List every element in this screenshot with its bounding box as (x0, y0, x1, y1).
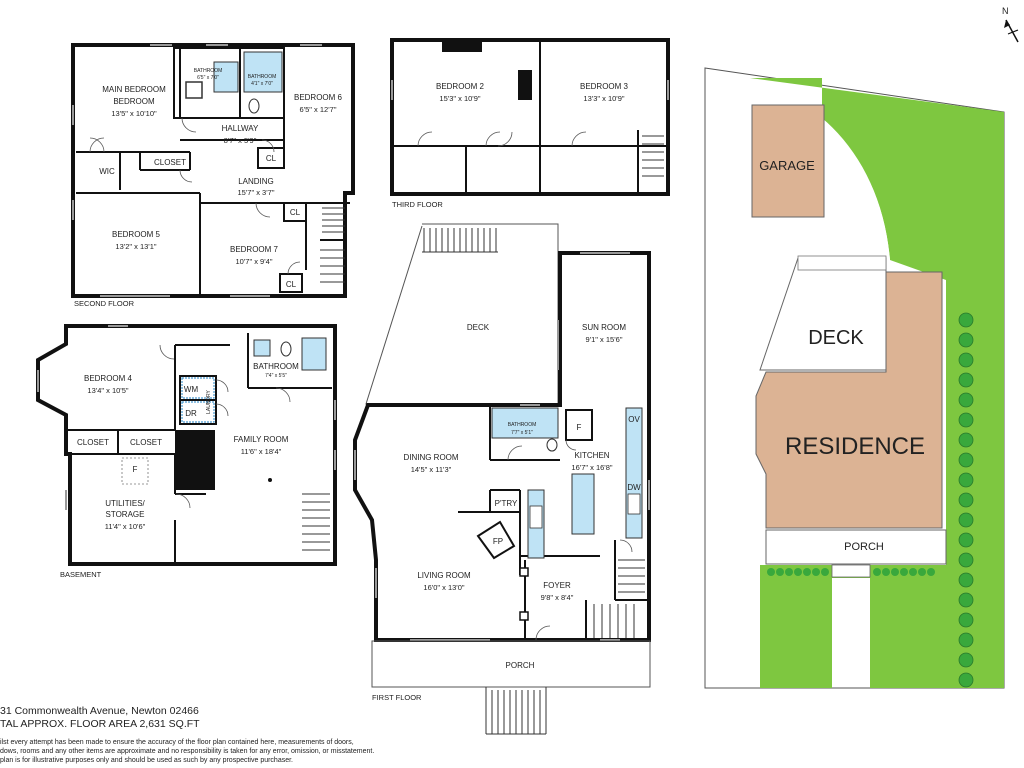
first-floor-title: FIRST FLOOR (372, 693, 422, 702)
hallway-label: HALLWAY (222, 124, 259, 133)
wm-label: WM (184, 385, 199, 394)
north-compass-icon: N (1002, 6, 1019, 43)
bedroom-6-dim: 6'5" x 12'7" (300, 105, 337, 114)
landing-label: LANDING (238, 177, 274, 186)
address-text: 31 Commonwealth Avenue, Newton 02466 (0, 705, 199, 717)
bedroom-4-label: BEDROOM 4 (84, 374, 133, 383)
bedroom-2-dim: 15'3" x 10'9" (439, 94, 480, 103)
total-area-text: TAL APPROX. FLOOR AREA 2,631 SQ.FT (0, 718, 200, 730)
disclaimer-line-1: ilst every attempt has been made to ensu… (0, 739, 354, 746)
disclaimer-line-2: dows, rooms and any other items are appr… (0, 748, 375, 755)
f-b-label: F (133, 465, 138, 474)
utilities-label-2: STORAGE (106, 510, 145, 519)
bath-b-dim: 7'4" x 5'5" (265, 373, 287, 379)
bedroom-5-label: BEDROOM 5 (112, 230, 161, 239)
cl-a-label: CL (266, 154, 277, 163)
site-deck-label: DECK (808, 327, 864, 349)
foyer-label: FOYER (543, 581, 571, 590)
family-room-label: FAMILY ROOM (234, 435, 289, 444)
deck-label: DECK (467, 323, 490, 332)
main-bedroom-label: MAIN BEDROOM (102, 85, 166, 94)
living-room-label: LIVING ROOM (417, 571, 471, 580)
main-bedroom-dim: 13'5" x 10'10" (111, 109, 157, 118)
ptry-label: P'TRY (495, 499, 518, 508)
first-floor-plan: DECK SUN ROOM 9'1" x 15'6" BATHROOM 7'7"… (353, 223, 651, 735)
cl-b-label: CL (290, 208, 301, 217)
bedroom-2-label: BEDROOM 2 (436, 82, 485, 91)
third-floor-plan: BEDROOM 2 15'3" x 10'9" BEDROOM 3 13'3" … (390, 38, 670, 209)
cl-c-label: CL (286, 280, 297, 289)
main-bedroom-label-2: BEDROOM (113, 97, 155, 106)
fp-label: FP (493, 537, 503, 546)
wic-label: WIC (99, 167, 115, 176)
basement-title: BASEMENT (60, 570, 102, 579)
site-porch-label: PORCH (844, 541, 884, 553)
laundry-label: LAUNDRY (206, 389, 212, 413)
third-floor-title: THIRD FLOOR (392, 200, 443, 209)
bath-2a-label: BATHROOM (194, 68, 223, 74)
bath-2a-dim: 6'5" x 7'0" (197, 75, 219, 81)
bedroom-4-dim: 13'4" x 10'5" (87, 386, 128, 395)
site-plan: GARAGE DECK RESIDENCE PORCH (704, 67, 1005, 689)
porch-1-label: PORCH (506, 661, 535, 670)
bath-1-dim: 7'7" x 5'1" (511, 430, 533, 436)
bath-b-label: BATHROOM (253, 362, 299, 371)
utilities-label: UTILITIES/ (105, 499, 145, 508)
bath-1-label: BATHROOM (508, 422, 537, 428)
closet-b1-label: CLOSET (77, 438, 109, 447)
dr-label: DR (185, 409, 197, 418)
dining-room-label: DINING ROOM (403, 453, 458, 462)
landing-dim: 15'7" x 3'7" (238, 188, 275, 197)
bedroom-3-dim: 13'3" x 10'9" (583, 94, 624, 103)
disclaimer-line-3: plan is for illustrative purposes only a… (0, 757, 294, 764)
f-1-label: F (577, 423, 582, 432)
basement-plan: BEDROOM 4 13'4" x 10'5" WM DR LAUNDRY CL… (36, 324, 337, 579)
sun-room-dim: 9'1" x 15'6" (586, 335, 623, 344)
residence-label: RESIDENCE (785, 433, 925, 460)
bedroom-7-label: BEDROOM 7 (230, 245, 279, 254)
garage-label: GARAGE (759, 158, 815, 173)
sun-room-label: SUN ROOM (582, 323, 626, 332)
ov-label: OV (628, 415, 640, 424)
kitchen-dim: 16'7" x 16'8" (571, 463, 612, 472)
bedroom-3-label: BEDROOM 3 (580, 82, 629, 91)
closet-2-label: CLOSET (154, 158, 186, 167)
disclaimer-text: ilst every attempt has been made to ensu… (0, 738, 374, 765)
bedroom-5-dim: 13'2" x 13'1" (115, 242, 156, 251)
second-floor-title: SECOND FLOOR (74, 299, 135, 308)
bedroom-6-label: BEDROOM 6 (294, 93, 343, 102)
dw-label: DW (627, 483, 641, 492)
hallway-dim: 8'7" x 5'9" (224, 136, 257, 145)
bath-2b-dim: 4'1" x 7'0" (251, 81, 273, 87)
utilities-dim: 11'4" x 10'6" (105, 522, 146, 531)
closet-b2-label: CLOSET (130, 438, 162, 447)
family-room-dim: 11'6" x 18'4" (241, 447, 282, 456)
bedroom-7-dim: 10'7" x 9'4" (236, 257, 273, 266)
foyer-dim: 9'8" x 8'4" (541, 593, 574, 602)
kitchen-label: KITCHEN (574, 451, 609, 460)
living-room-dim: 16'0" x 13'0" (423, 583, 464, 592)
compass-label: N (1002, 6, 1009, 16)
bath-2b-label: BATHROOM (248, 74, 277, 80)
second-floor-plan: MAIN BEDROOM 13'5" x 10'10" BEDROOM BATH… (71, 43, 355, 308)
dining-room-dim: 14'5" x 11'3" (411, 465, 452, 474)
